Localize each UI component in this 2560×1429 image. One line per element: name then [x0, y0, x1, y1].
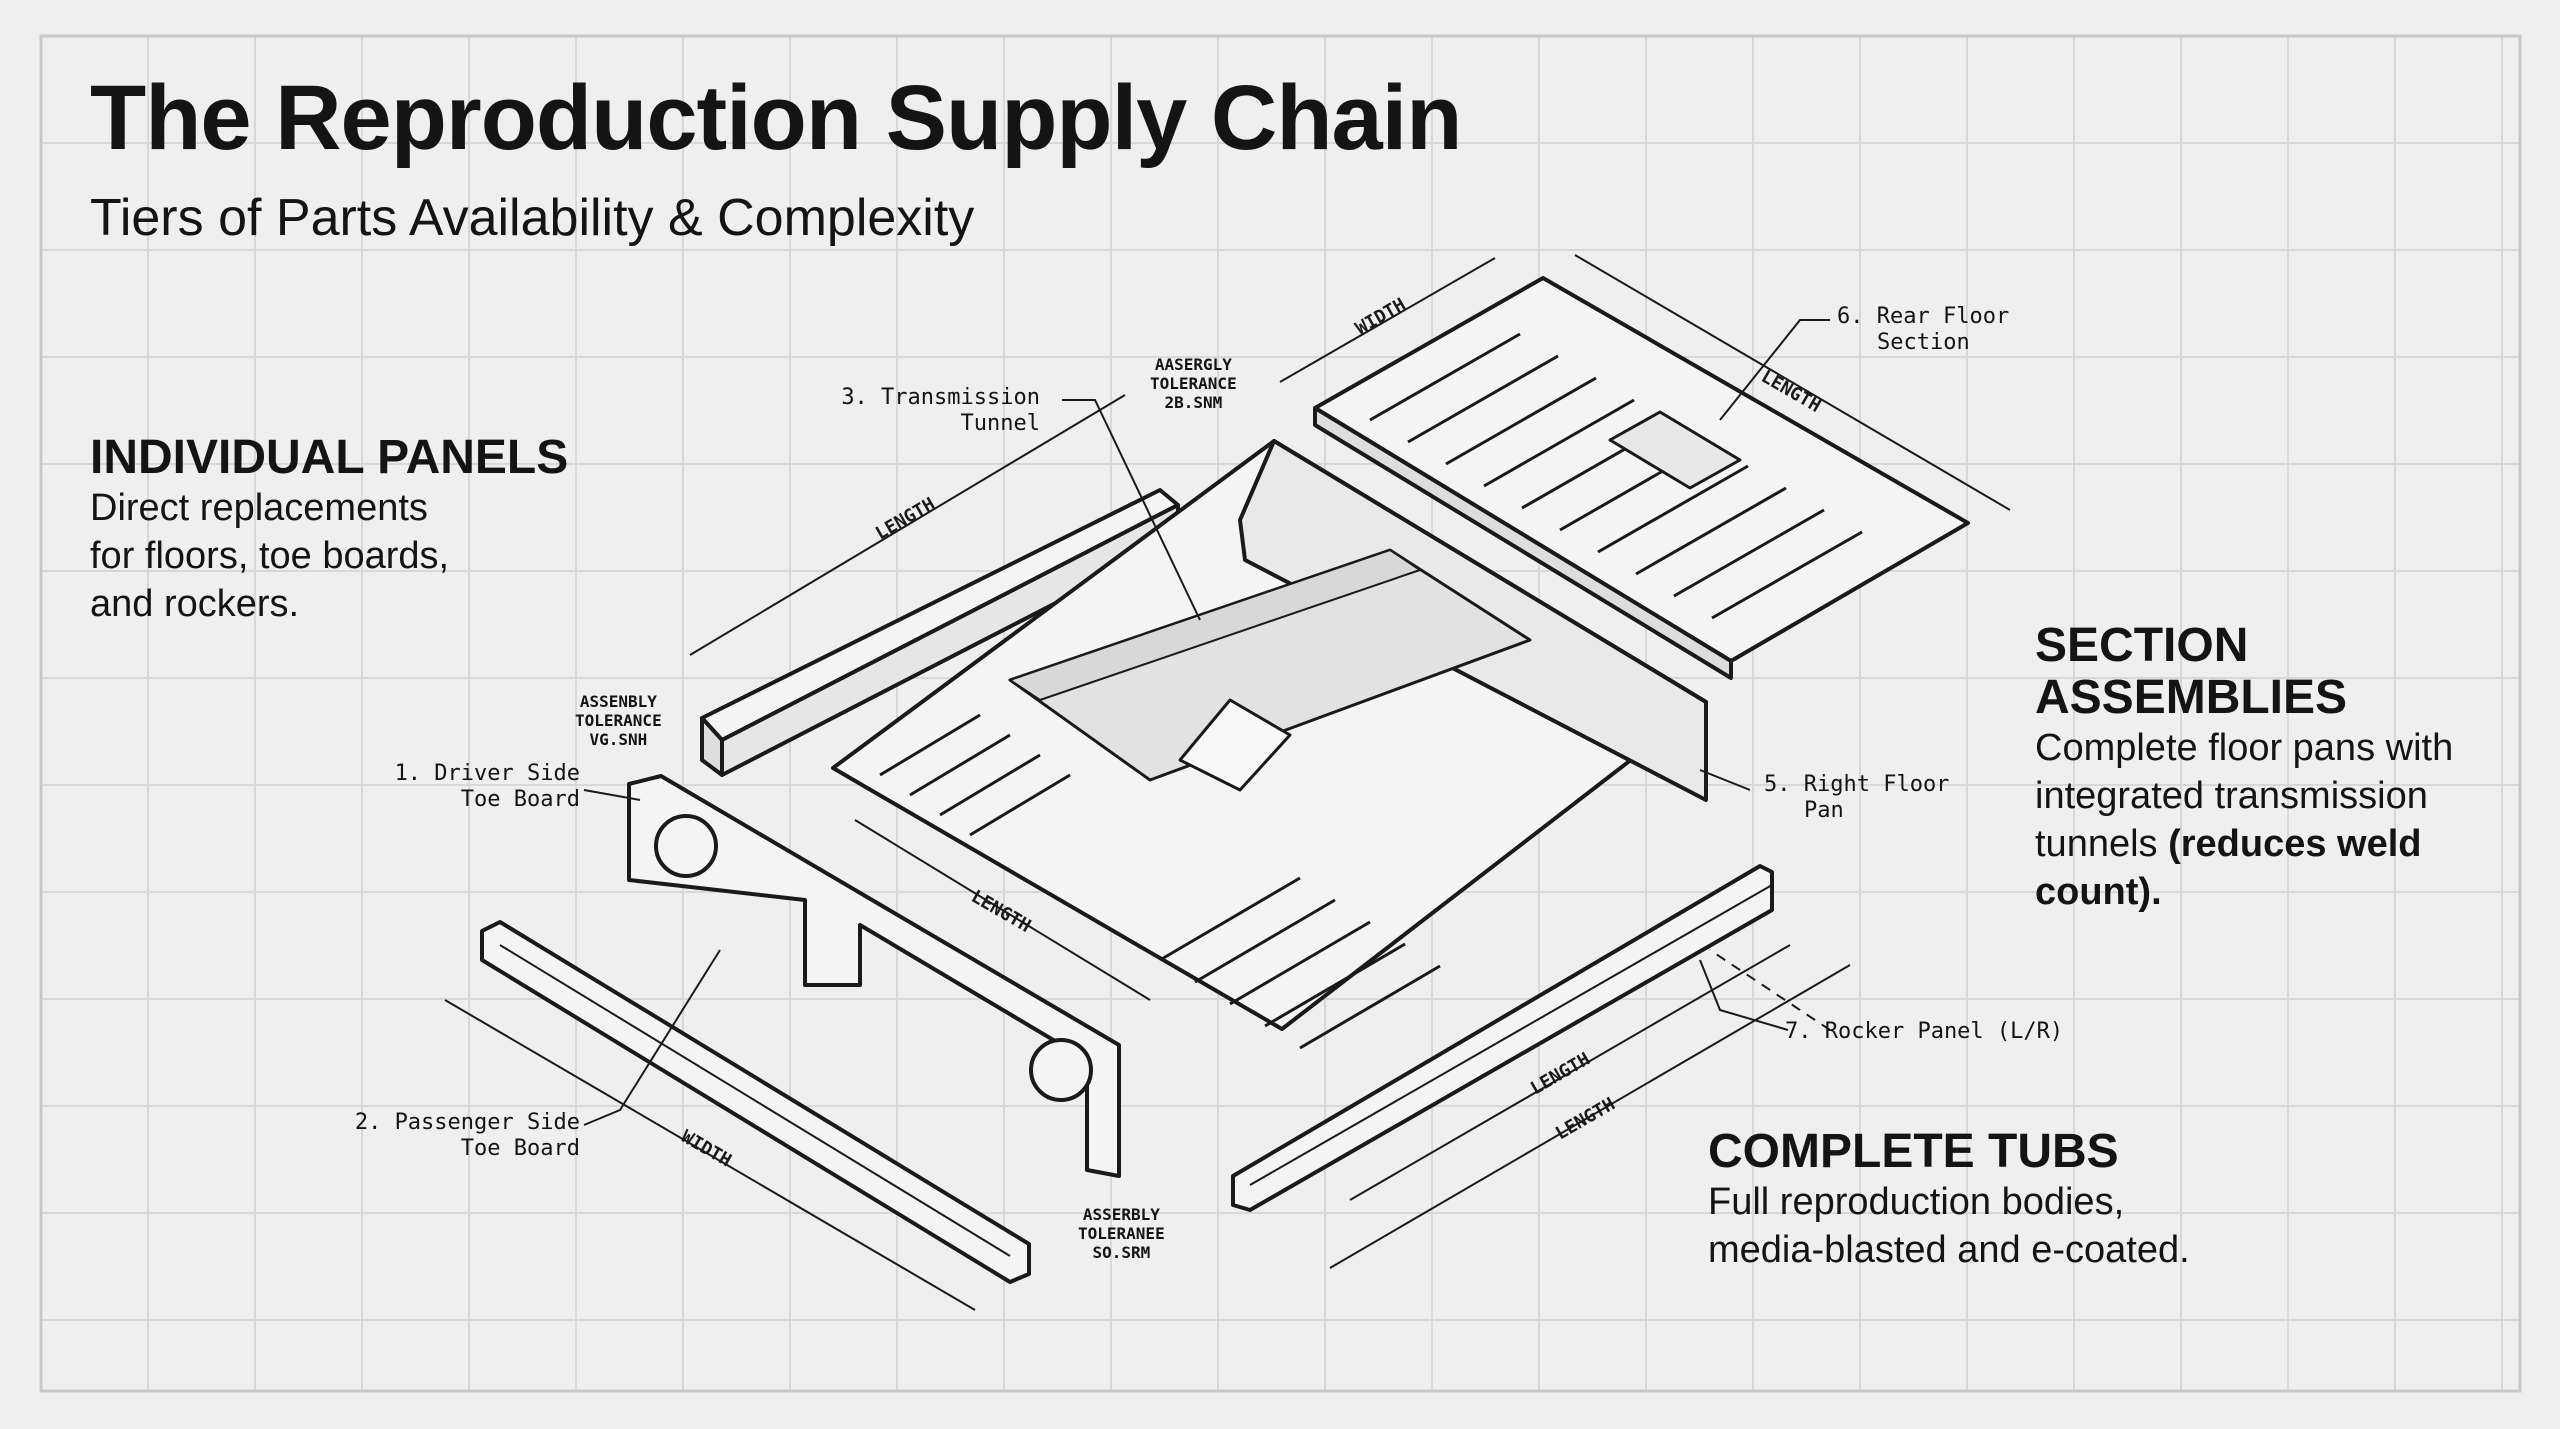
- right-floor-pan: [831, 439, 1708, 1050]
- stiffening-rib: [1597, 464, 1749, 554]
- tier-line: Complete floor pans with: [2035, 727, 2454, 769]
- stiffening-rib: [909, 733, 1011, 797]
- page-title: The Reproduction Supply Chain: [90, 67, 1462, 169]
- frame-border: [39, 34, 2522, 1393]
- stiffening-rib: [879, 713, 981, 777]
- tier-line: and rockers.: [90, 583, 300, 625]
- tier-line: integrated transmission: [2035, 775, 2428, 817]
- stiffening-rib: [1299, 964, 1441, 1050]
- dim-width-rear: WIDTH: [1352, 294, 1409, 339]
- page-subtitle: Tiers of Parts Availability & Complexity: [90, 189, 975, 247]
- dim-length-pan: LENGTH: [968, 886, 1035, 937]
- stiffening-rib: [1194, 898, 1336, 984]
- stiffening-rib: [1264, 942, 1406, 1028]
- stiffening-rib: [1369, 332, 1521, 422]
- rear-floor-section: [1313, 276, 1970, 680]
- stiffening-rib: [1673, 508, 1825, 598]
- dim-length-rocker-2: LENGTH: [1552, 1094, 1619, 1145]
- tier-line: for floors, toe boards,: [90, 535, 450, 577]
- tier-individual-panels: INDIVIDUAL PANELS Direct replacements fo…: [90, 432, 568, 628]
- stiffening-rib: [1159, 876, 1301, 962]
- tier-heading: ASSEMBLIES: [2035, 671, 2348, 724]
- stiffening-rib: [1407, 354, 1559, 444]
- tier-heading: COMPLETE TUBS: [1708, 1125, 2119, 1178]
- dim-width-toe: WIDTH: [678, 1126, 735, 1171]
- stiffening-rib: [1635, 486, 1787, 576]
- tier-line: count).: [2035, 871, 2162, 913]
- tier-line: Direct replacements: [90, 487, 428, 529]
- stiffening-rib: [1711, 530, 1863, 620]
- stiffening-rib: [1483, 398, 1635, 488]
- passenger-side-toe-board: [480, 920, 1031, 1284]
- tier-heading: SECTION: [2035, 619, 2249, 672]
- dim-length-tunnel: LENGTH: [872, 494, 939, 545]
- toe-board-hole: [1029, 1038, 1093, 1102]
- toe-board-hole: [654, 814, 718, 878]
- tier-line: media-blasted and e-coated.: [1708, 1229, 2190, 1271]
- dim-length-rocker-1: LENGTH: [1527, 1049, 1594, 1100]
- stiffening-rib: [1229, 920, 1371, 1006]
- tier-complete-tubs: COMPLETE TUBS Full reproduction bodies, …: [1708, 1126, 2190, 1274]
- tier-heading: INDIVIDUAL PANELS: [90, 431, 569, 484]
- stiffening-rib: [969, 773, 1071, 837]
- tier-section-assemblies: SECTION ASSEMBLIES Complete floor pans w…: [2035, 620, 2453, 916]
- stiffening-rib: [939, 753, 1041, 817]
- dimension-lines: [444, 254, 2011, 1311]
- tier-emphasis: (reduces weld: [2168, 823, 2422, 865]
- rocker-panel: [1231, 864, 1774, 1212]
- label-rocker-panel: 7. Rocker Panel (L/R): [1785, 1019, 2064, 1044]
- tier-line: tunnels: [2035, 823, 2169, 865]
- tier-line: Full reproduction bodies,: [1708, 1181, 2125, 1223]
- stiffening-rib: [1445, 376, 1597, 466]
- driver-side-toe-board: [627, 774, 1121, 1178]
